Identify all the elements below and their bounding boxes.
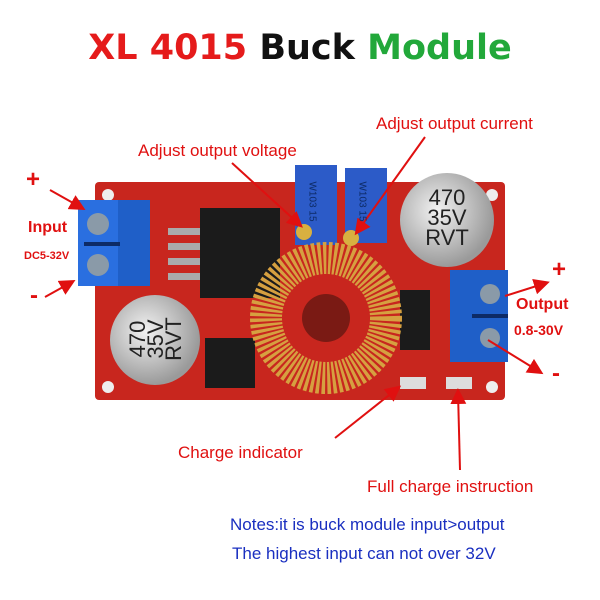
note-line-1: Notes:it is buck module input>output xyxy=(230,515,505,534)
title: XL 4015 Buck Module xyxy=(0,28,600,68)
output-terminal xyxy=(450,270,508,362)
regulator-chip xyxy=(200,208,280,298)
adjust-current-label: Adjust output current xyxy=(376,114,533,133)
capacitor-top-label: 470 35V RVT xyxy=(424,185,470,250)
input-terminal xyxy=(78,200,150,286)
title-part-module: Module xyxy=(367,28,512,68)
pot-current-marking: W103 15 xyxy=(356,181,368,222)
output-label: Output xyxy=(516,296,569,313)
cap-series: RVT xyxy=(161,317,186,361)
charge-led xyxy=(400,377,426,389)
full-charge-label: Full charge instruction xyxy=(367,477,534,496)
full-charge-led xyxy=(446,377,472,389)
title-part-model: XL 4015 xyxy=(88,28,248,68)
cap-voltage: 35V xyxy=(427,205,467,230)
capacitor-bottom xyxy=(110,295,200,385)
cap-value: 470 xyxy=(428,185,466,210)
title-part-buck: Buck xyxy=(259,28,355,68)
charge-indicator-label: Charge indicator xyxy=(178,443,303,462)
capacitor-top xyxy=(400,173,494,267)
input-minus-sign: - xyxy=(30,282,38,309)
toroid-inductor xyxy=(250,242,402,394)
cap-series: RVT xyxy=(425,225,469,250)
input-plus-sign: + xyxy=(26,166,41,193)
note-line-2: The highest input can not over 32V xyxy=(232,544,496,563)
input-range-label: DC5-32V xyxy=(24,250,70,262)
output-range-label: 0.8-30V xyxy=(514,322,564,338)
input-label: Input xyxy=(28,219,68,236)
output-minus-sign: - xyxy=(552,360,560,387)
output-plus-sign: + xyxy=(552,256,567,283)
adjust-voltage-label: Adjust output voltage xyxy=(138,141,297,160)
capacitor-bottom-label: 470 35V RVT xyxy=(125,311,186,367)
pot-voltage-marking: W103 15 xyxy=(306,181,318,222)
